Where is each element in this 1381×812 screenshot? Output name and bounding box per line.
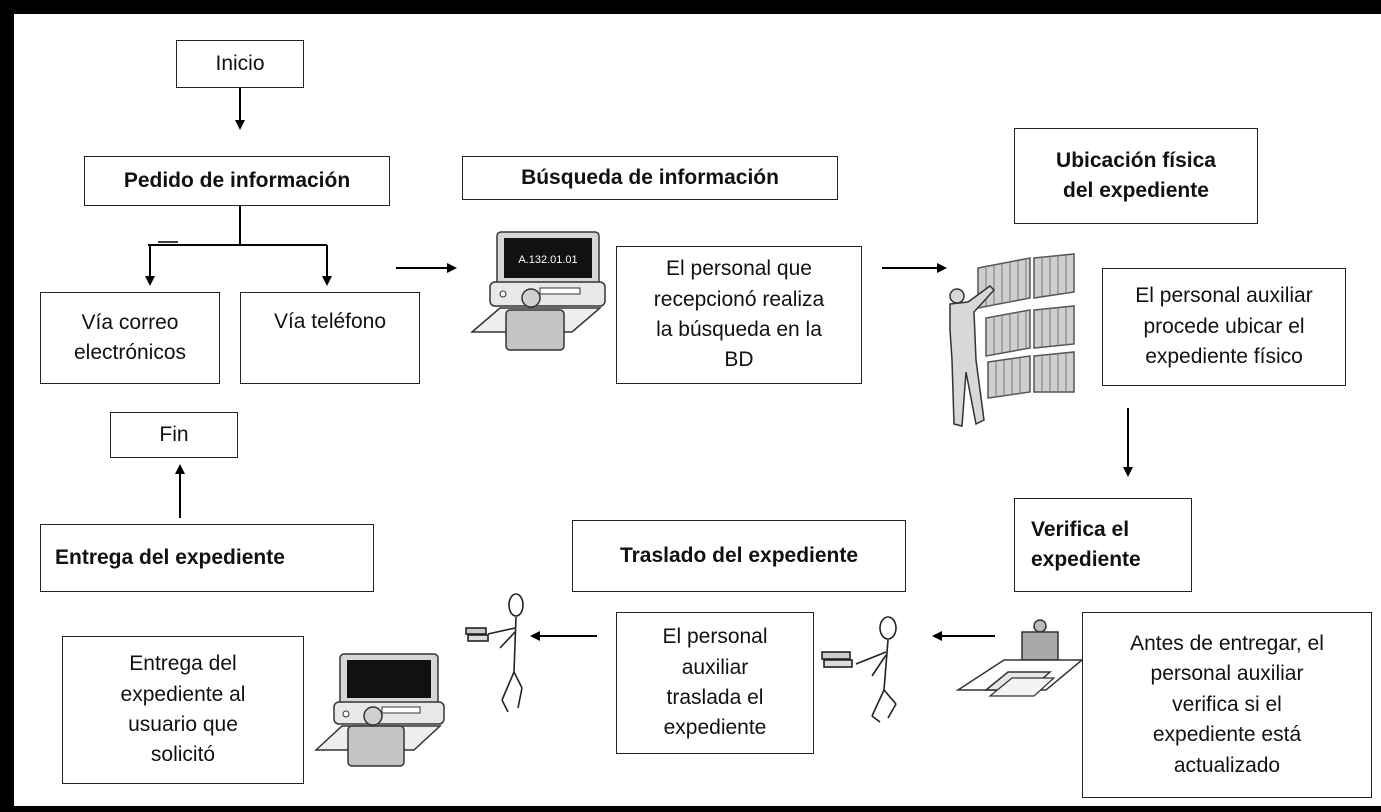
busqueda-desc-node: El personal que recepcionó realiza la bú… [616,246,862,384]
traslado-desc-line: expediente [663,716,767,740]
person-standing-icon [949,285,996,427]
busqueda-desc-line: El personal que [666,257,812,281]
entrega-desc-line: solicitó [150,743,216,767]
via-telefono-label: Vía teléfono [273,310,387,333]
entrega-title-node: Entrega del expediente [40,524,374,592]
desk-worker-icon [955,619,1085,697]
start-node: Inicio [176,40,304,88]
via-correo-line: Vía correo [81,310,179,334]
ubicacion-title-node: Ubicación física del expediente [1014,128,1258,224]
ubicacion-desc-node: El personal auxiliar procede ubicar el e… [1102,268,1346,386]
traslado-desc-line: auxiliar [681,655,749,679]
pedido-node-label: Pedido de información [123,168,351,192]
traslado-title-node: Traslado del expediente [572,520,906,592]
entrega-desc-line: Entrega del [129,652,237,676]
busqueda-desc-line: recepcionó realiza [653,287,825,311]
busqueda-title-node: Búsqueda de información [462,156,838,200]
entrega-title-label: Entrega del expediente [55,545,285,569]
pedido-node: Pedido de información [84,156,390,206]
archive-shelves-icon [949,253,1075,427]
entrega-desc-line: expediente al [120,682,246,706]
verifica-desc-node: Antes de entregar, el personal auxiliar … [1082,612,1372,798]
verifica-desc-line: actualizado [1173,753,1281,777]
verifica-title-node: Verifica el expediente [1014,498,1192,592]
verifica-title-line: expediente [1031,548,1141,571]
busqueda-desc-line: la búsqueda en la [656,318,822,341]
ubicacion-title-line: Ubicación física [1056,148,1216,172]
verifica-desc-line: expediente está [1152,723,1302,747]
ubicacion-desc-line: procede ubicar el [1143,314,1305,338]
verifica-desc-line: Antes de entregar, el [1130,631,1324,655]
verifica-desc-line: verifica si el [1172,692,1282,716]
start-node-label: Inicio [215,51,265,75]
person-delivering-icon [465,593,524,713]
traslado-title-label: Traslado del expediente [619,543,859,567]
traslado-desc-node: El personal auxiliar traslada el expedie… [616,612,814,754]
person-carrying-files-icon [821,616,897,723]
user-computer-icon [314,653,445,767]
screen-code-label: A.132.01.01 [518,254,577,266]
traslado-desc-line: traslada el [666,686,764,709]
ubicacion-title-line: del expediente [1063,179,1209,202]
entrega-desc-node: Entrega del expediente al usuario que so… [62,636,304,784]
ubicacion-desc-line: expediente físico [1145,345,1303,369]
end-node-label: Fin [159,422,189,446]
via-correo-node: Vía correo electrónicos [40,292,220,384]
verifica-desc-line: personal auxiliar [1150,662,1304,686]
entrega-desc-line: usuario que [128,713,238,736]
busqueda-desc-line: BD [724,348,754,372]
via-telefono-node: Vía teléfono [240,292,420,384]
ubicacion-desc-line: El personal auxiliar [1135,284,1313,308]
end-node: Fin [110,412,238,458]
verifica-title-line: Verifica el [1031,517,1130,541]
busqueda-title-label: Búsqueda de información [521,165,779,189]
computer-workstation-icon: A.132.01.01 [469,231,606,351]
traslado-desc-line: El personal [662,625,768,649]
via-correo-line: electrónicos [73,341,187,364]
